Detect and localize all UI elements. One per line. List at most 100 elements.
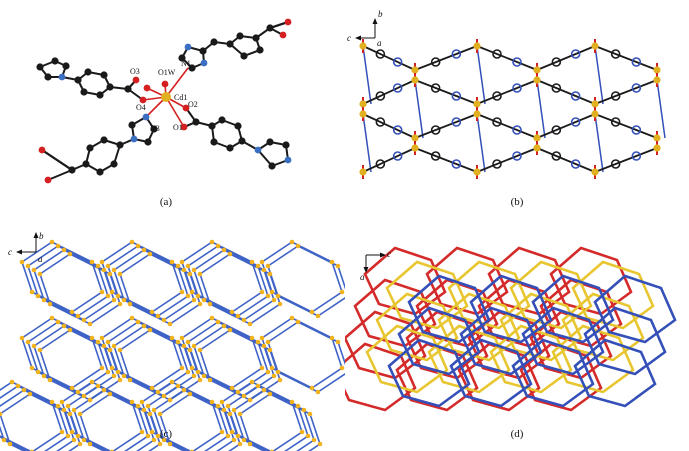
net-node [195, 293, 201, 299]
linker-ring [512, 151, 522, 161]
carbon-atom [44, 73, 52, 81]
carbon-atom [282, 141, 290, 149]
net-node [309, 385, 315, 391]
cross-link [536, 79, 546, 139]
net-node [65, 403, 71, 409]
net-node [31, 343, 37, 349]
net-node [229, 385, 235, 391]
net-node [101, 387, 107, 393]
net-node [265, 263, 271, 269]
net-node [141, 323, 147, 329]
linker-bond [476, 45, 538, 71]
atom-label-o3: O3 [130, 67, 140, 76]
axis-indicator-c: b c a [8, 231, 44, 264]
net-node [221, 323, 227, 329]
net-node [111, 373, 117, 379]
net-node [317, 441, 323, 447]
net-node [167, 397, 173, 403]
net-node [225, 433, 231, 439]
net-node [105, 369, 111, 375]
linker-ring [392, 151, 403, 161]
linker-ring [570, 91, 581, 101]
cadmium-node [359, 168, 367, 176]
linker-ring [551, 151, 562, 161]
linker-ring [570, 49, 581, 59]
axis-label-a: a [38, 254, 43, 264]
net-node [235, 433, 241, 439]
carbon-atom [82, 160, 90, 168]
net-node [179, 335, 185, 341]
axis-indicator-d: c a [360, 249, 391, 282]
net-node [221, 407, 227, 413]
net-node [259, 365, 265, 371]
net-node [237, 441, 243, 447]
net-node [227, 251, 233, 257]
net-node [129, 239, 135, 245]
net-node [81, 393, 87, 399]
net-node [269, 289, 275, 295]
net-node [69, 429, 75, 435]
net-node [235, 389, 241, 395]
linker-bond [414, 147, 478, 173]
linker-bond [476, 113, 538, 139]
nitrogen-atom [200, 59, 208, 67]
cross-link [476, 45, 486, 105]
net-node [289, 315, 295, 321]
net-node [67, 411, 73, 417]
linker-bond [362, 45, 416, 71]
carbon-atom [96, 168, 104, 176]
net-node [329, 335, 335, 341]
linker-ring [430, 151, 441, 161]
cadmium-node [533, 66, 541, 74]
net-node [27, 391, 33, 397]
interpenetrating-net-edge [387, 338, 471, 408]
linker-ring [631, 83, 642, 93]
interpenetrating-net-edge [345, 310, 427, 380]
net-node [195, 369, 201, 375]
linker-ring [375, 91, 386, 101]
net-node [145, 433, 151, 439]
net-node [227, 327, 233, 333]
linker-ring [610, 91, 621, 101]
net-node [249, 259, 255, 265]
topology-net-diagram: b c a [0, 231, 345, 451]
net-node [169, 259, 175, 265]
interpenetrating-net-edge [345, 342, 417, 412]
oxygen-atom [44, 176, 52, 184]
interpenetrating-net-edge [593, 274, 677, 344]
net-node [129, 399, 135, 405]
net-node [259, 259, 265, 265]
net-node [295, 403, 301, 409]
net-node [121, 297, 127, 303]
net-node [155, 389, 161, 395]
net-node [255, 339, 261, 345]
net-node [155, 433, 161, 439]
net-node [219, 399, 225, 405]
net-edge [27, 321, 109, 393]
net-node [115, 293, 121, 299]
cadmium-node [473, 168, 481, 176]
net-node [299, 429, 305, 435]
cadmium-node [411, 76, 419, 84]
linker-bond [594, 147, 658, 173]
linker-ring [492, 49, 502, 59]
net-node [105, 339, 111, 345]
net-node [111, 343, 117, 349]
oxygen-atom [143, 84, 151, 92]
oxygen-atom [279, 31, 287, 39]
ligand-bond [47, 169, 73, 181]
carbon-atom [266, 138, 274, 146]
interpenetrating-net-edge [385, 260, 469, 330]
net-node [307, 411, 313, 417]
cadmium-node [533, 134, 541, 142]
atom-label-n3: N3 [150, 124, 160, 133]
oxygen-atom [139, 96, 147, 104]
net-node [109, 289, 115, 295]
net-node [61, 247, 67, 253]
net-node [49, 399, 55, 405]
net-node [241, 437, 247, 443]
interpenetrating-net-edge [551, 324, 635, 394]
carbon-atom [106, 83, 114, 91]
net-node [229, 429, 235, 435]
